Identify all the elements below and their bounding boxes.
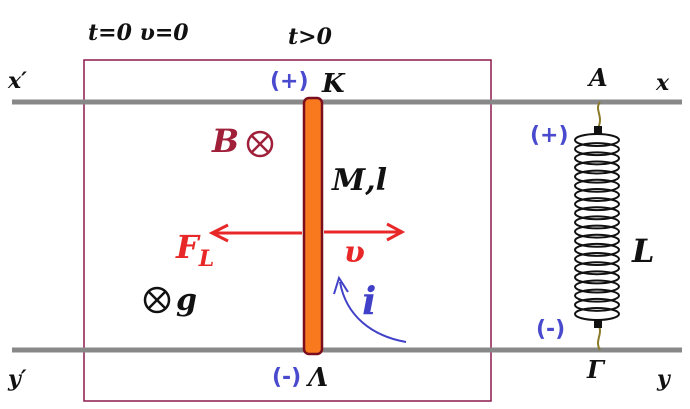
coil-top-lead xyxy=(597,101,601,129)
coil-loop xyxy=(574,197,620,212)
coil-loop xyxy=(574,252,620,267)
coil-top-terminal xyxy=(594,126,602,134)
coil-loop xyxy=(574,261,620,276)
coil-loop xyxy=(574,307,620,321)
velocity-label: υ xyxy=(344,235,365,270)
coil-loop xyxy=(574,224,620,239)
coil-loop xyxy=(574,206,620,221)
coil-loop xyxy=(574,297,620,312)
force-label: FL xyxy=(175,228,214,272)
gravity-into-page-icon xyxy=(143,286,171,314)
coil-loop xyxy=(574,160,620,175)
coil-loop xyxy=(574,288,620,303)
inductor-coil xyxy=(574,132,620,322)
coil-bottom-terminal xyxy=(594,320,602,328)
point-gamma-label: Γ xyxy=(586,355,606,384)
current-arrow xyxy=(333,275,407,343)
coil-loop xyxy=(574,233,620,248)
rail-top-left-label: x′ xyxy=(7,68,27,94)
gravity-label: g xyxy=(176,283,197,318)
rod-label: M,l xyxy=(331,163,387,198)
rail-bottom-right-label: y xyxy=(656,366,672,392)
coil-loop xyxy=(574,270,620,285)
field-b-label: B xyxy=(211,122,239,160)
coil-loop xyxy=(574,142,620,157)
current-label: i xyxy=(362,278,376,323)
point-k-label: K xyxy=(321,69,346,99)
time-initial-label: t=0 υ=0 xyxy=(88,20,189,46)
sliding-rod xyxy=(302,96,324,356)
coil-loop xyxy=(574,178,620,193)
coil-loop xyxy=(574,187,620,202)
coil-loop xyxy=(574,279,620,294)
coil-loop xyxy=(574,151,620,166)
into-page-icon xyxy=(246,130,274,158)
rail-top-right-label: x xyxy=(655,70,670,96)
minus-sign-coil: (-) xyxy=(536,317,565,342)
velocity-arrow xyxy=(324,222,406,242)
coil-loop xyxy=(574,242,620,257)
point-a-label: A xyxy=(587,63,608,92)
time-later-label: t>0 xyxy=(288,24,333,50)
plus-sign-coil: (+) xyxy=(530,123,569,148)
coil-loop xyxy=(574,215,620,230)
rail-bottom-left-label: y′ xyxy=(7,366,27,392)
point-lambda-label: Λ xyxy=(305,363,328,393)
force-arrow xyxy=(208,223,302,243)
coil-label: L xyxy=(631,232,655,270)
minus-sign-lambda: (-) xyxy=(272,365,301,390)
coil-loop xyxy=(574,169,620,184)
plus-sign-k: (+) xyxy=(270,69,309,94)
field-region xyxy=(83,59,492,402)
